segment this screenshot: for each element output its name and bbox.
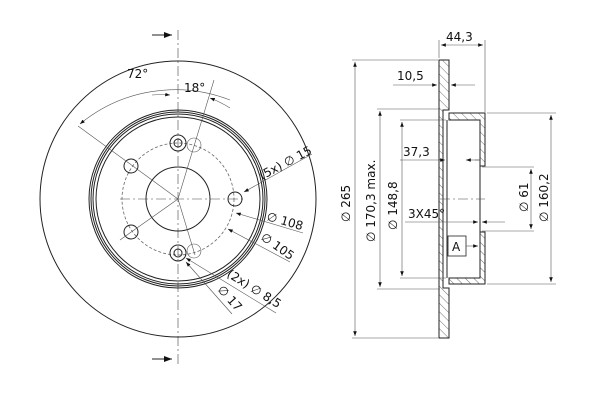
bolt-hole xyxy=(169,244,187,262)
dia-61-label: ∅ 61 xyxy=(517,182,531,212)
pcd-105-label: ∅ 105 xyxy=(258,230,296,263)
locating-hole xyxy=(173,138,183,148)
pcd-108-label: ∅ 108 xyxy=(265,209,305,233)
outer-disc-circle xyxy=(39,60,317,338)
locating-hole xyxy=(173,248,183,258)
bolt-holes xyxy=(123,134,243,262)
bolt-hole xyxy=(227,191,243,207)
dia-265-label: ∅ 265 xyxy=(339,185,353,222)
angle-72-label: 72° xyxy=(127,67,148,81)
hat-ring-1 xyxy=(88,109,268,289)
height-44-3-label: 44,3 xyxy=(446,30,473,44)
dia-160-2-label: ∅ 160,2 xyxy=(537,173,551,222)
dia-170-3-label: ∅ 170,3 max. xyxy=(364,160,378,242)
bolt-hole xyxy=(186,137,202,153)
disc-friction-plate xyxy=(438,59,450,339)
bolt-hole xyxy=(123,224,139,240)
side-view: 44,3 10,5 37,3 3X45° A ∅ 265 ∅ 170,3 max… xyxy=(339,30,556,339)
front-view: 72° 18° (5x) ∅ 15 ∅ 108 ∅ 105 (2x) ∅ 8,5… xyxy=(39,30,317,365)
hat-top-section xyxy=(448,112,486,167)
angle-18-label: 18° xyxy=(184,81,205,95)
datum-label: A xyxy=(452,240,461,254)
depth-37-3-label: 37,3 xyxy=(403,145,430,159)
dia-148-8-label: ∅ 148,8 xyxy=(386,181,400,230)
holes-15-label: (5x) ∅ 15 xyxy=(257,143,314,182)
bolt-hole xyxy=(186,243,202,259)
bolt-hole xyxy=(123,158,139,174)
thickness-10-5-label: 10,5 xyxy=(397,69,424,83)
chamfer-label: 3X45° xyxy=(408,207,445,221)
bolt-hole xyxy=(169,134,187,152)
